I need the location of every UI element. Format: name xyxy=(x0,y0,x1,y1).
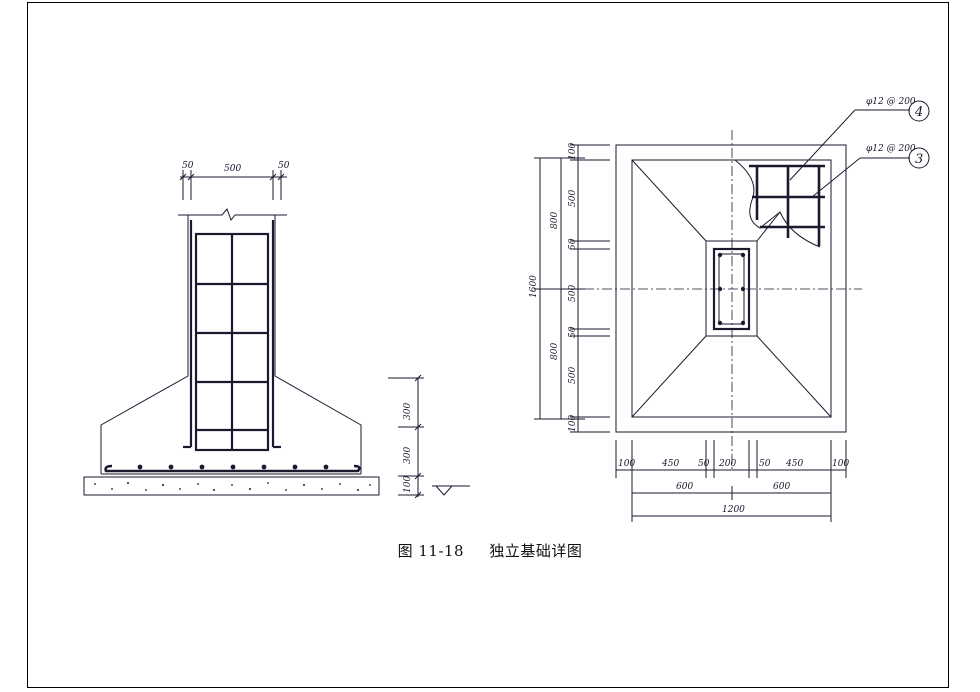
plan-view: φ12 @ 200 φ12 @ 200 4 3 100 500 50 50 xyxy=(529,97,930,522)
rebar-mesh xyxy=(749,164,825,246)
dim-l-500-top: 500 xyxy=(568,190,578,207)
dim-l-800-top: 800 xyxy=(550,212,560,229)
dim-100: 100 xyxy=(403,476,413,493)
dim-b-50-left: 50 xyxy=(698,459,710,469)
dim-b-450-right: 450 xyxy=(785,459,803,469)
section-side-dims: 300 300 100 xyxy=(388,374,424,499)
section-top-dims: 50 500 50 xyxy=(179,161,290,200)
dim-b-600-right: 600 xyxy=(773,482,790,492)
dim-l-500-bot: 500 xyxy=(568,367,578,384)
rebar-mark-3: 3 xyxy=(915,152,923,167)
dim-300-lower: 300 xyxy=(403,447,413,464)
cushion-layer xyxy=(83,476,380,496)
dim-500: 500 xyxy=(224,164,241,174)
dim-l-800-bot: 800 xyxy=(550,343,560,360)
dim-l-1600: 1600 xyxy=(529,275,539,298)
figure-title: 独立基础详图 xyxy=(489,542,583,560)
figure-caption: 图 11-18 独立基础详图 xyxy=(0,540,980,561)
dim-b-600-left: 600 xyxy=(676,482,693,492)
footing-right-edge xyxy=(274,215,362,474)
rebar-dots xyxy=(137,464,329,470)
dim-b-1200: 1200 xyxy=(722,505,745,515)
cushion-texture xyxy=(94,482,371,491)
dim-50-left: 50 xyxy=(182,161,194,171)
rebar-mark-4: 4 xyxy=(914,105,923,120)
dim-l-100-top: 100 xyxy=(568,143,578,160)
cutaway-edge xyxy=(734,159,821,248)
plan-inner xyxy=(631,159,832,418)
mark-4-circle xyxy=(908,100,930,122)
dim-l-50-bot: 50 xyxy=(568,326,578,338)
section-view: 50 500 50 300 300 100 xyxy=(83,161,470,499)
bottom-rebar xyxy=(104,464,361,473)
dim-l-50-top: 50 xyxy=(568,238,578,250)
footing-left-edge xyxy=(100,215,189,474)
dim-b-100-right: 100 xyxy=(832,459,849,469)
figure-number: 图 11-18 xyxy=(397,542,465,560)
plan-left-dims: 100 500 50 500 50 500 100 800 800 1600 xyxy=(529,143,610,433)
mark-3-circle xyxy=(908,147,930,169)
plan-outer xyxy=(615,144,847,433)
plan-bottom-dims: 100 450 50 200 50 450 100 600 600 1200 xyxy=(615,440,849,522)
dim-l-100-bot: 100 xyxy=(568,415,578,432)
dim-b-450-left: 450 xyxy=(661,459,679,469)
dim-b-50-right: 50 xyxy=(759,459,771,469)
elevation-mark-icon xyxy=(432,485,470,496)
break-line xyxy=(178,208,287,222)
dim-l-500-mid: 500 xyxy=(568,285,578,302)
rebar-leaders: φ12 @ 200 φ12 @ 200 4 3 xyxy=(789,97,930,198)
dim-300-upper: 300 xyxy=(403,403,413,420)
rebar-spec-3: φ12 @ 200 xyxy=(866,144,916,154)
dim-50-right: 50 xyxy=(278,161,290,171)
dim-b-100-left: 100 xyxy=(618,459,635,469)
dim-b-200: 200 xyxy=(718,459,736,469)
rebar-spec-4: φ12 @ 200 xyxy=(866,97,916,107)
drawing-frame xyxy=(27,2,949,688)
